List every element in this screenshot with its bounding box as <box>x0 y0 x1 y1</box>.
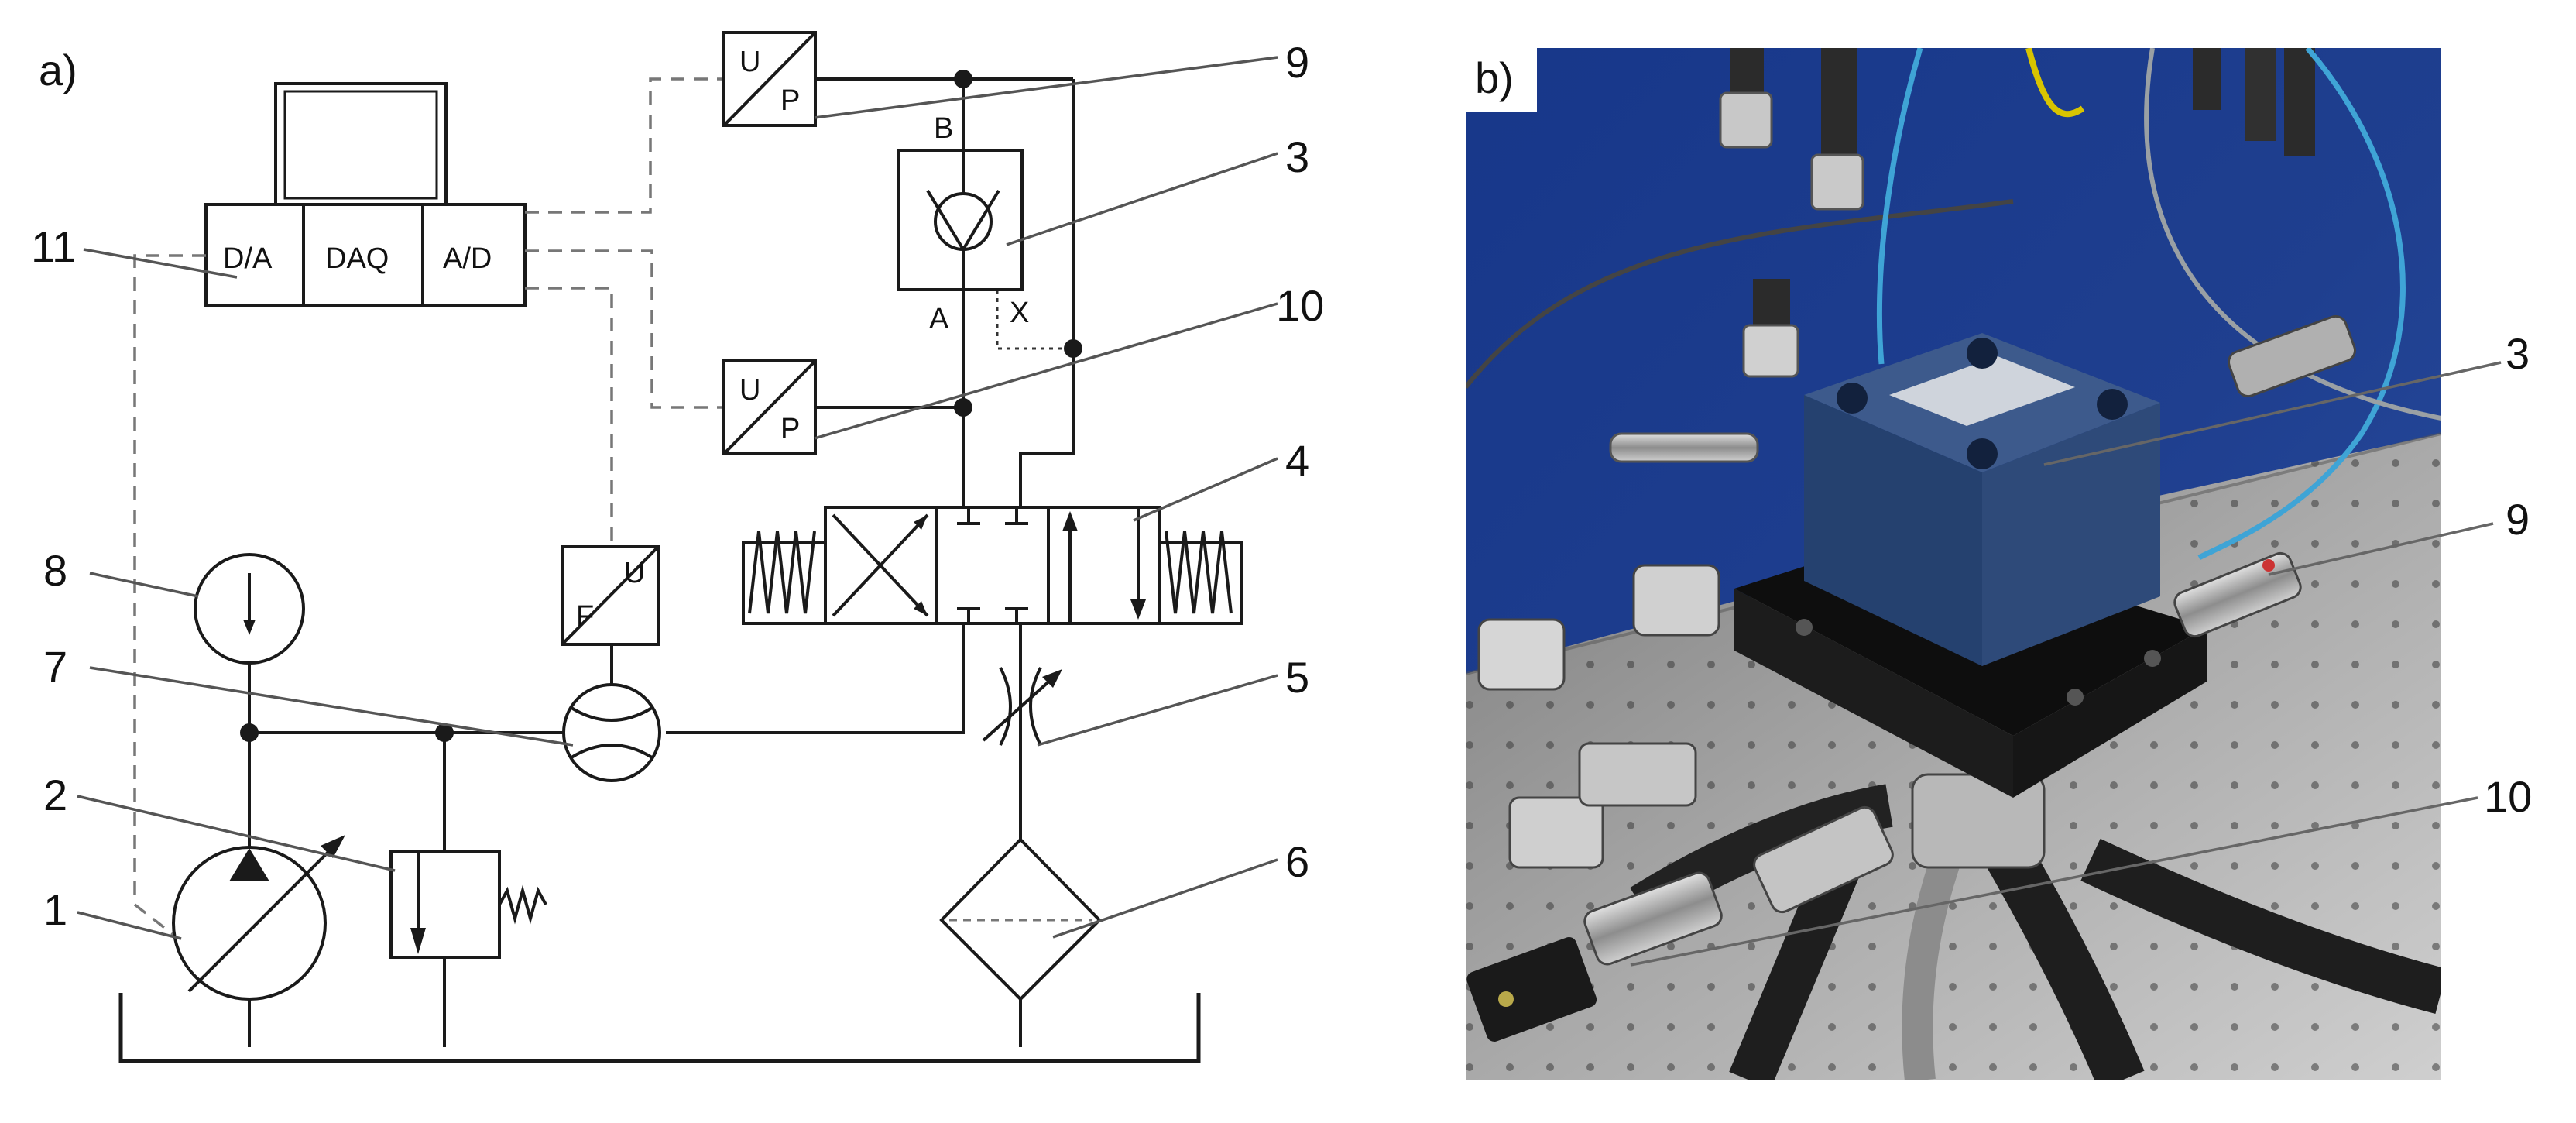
daq-unit <box>204 203 527 307</box>
pressure-transducer-mid: U P <box>722 359 817 455</box>
daq-label-da: D/A <box>223 242 273 275</box>
side-fittings <box>1477 314 2356 869</box>
callout-a-7: 7 <box>43 642 67 691</box>
schematic-panel: a) D/A DAQ A/D U P U P <box>31 31 1324 1063</box>
flow-transducer: F U <box>561 545 660 646</box>
ft-label-f: F <box>576 600 594 633</box>
port-b-label: B <box>934 112 953 145</box>
callout-a-5: 5 <box>1285 653 1309 702</box>
callout-a-4: 4 <box>1285 436 1309 485</box>
callout-a-1: 1 <box>43 885 67 934</box>
tank <box>118 993 1201 1063</box>
directional-valve <box>742 506 1243 625</box>
callout-a-8: 8 <box>43 546 67 595</box>
sensor-cables <box>1466 48 2441 561</box>
callout-b-3: 3 <box>2506 329 2530 378</box>
port-a-label: A <box>929 303 949 335</box>
panel-label-b-box <box>1466 48 1537 112</box>
callouts-a: 11 9 3 10 4 8 7 5 2 6 1 <box>31 38 1324 934</box>
check-valve-block <box>1804 333 2160 666</box>
callout-b-10: 10 <box>2484 772 2532 821</box>
photo-panel: b) 3 9 10 <box>1466 48 2532 1080</box>
pressure-gauge <box>194 553 305 665</box>
port-x-label: X <box>1010 297 1029 329</box>
monitor-screen <box>283 90 438 200</box>
pt-top-label-u: U <box>739 46 760 78</box>
flow-meter <box>562 683 661 782</box>
callout-a-11: 11 <box>31 222 76 271</box>
callouts-b: 3 9 10 <box>2484 329 2532 821</box>
ft-label-u: U <box>624 557 645 589</box>
pressure-transducer-10 <box>1466 871 1723 1042</box>
pressure-transducer-top: U P <box>722 31 817 127</box>
callout-a-10: 10 <box>1276 281 1324 330</box>
callout-a-6: 6 <box>1285 837 1309 886</box>
throttle-valve <box>982 667 1062 746</box>
panel-label-b: b) <box>1475 53 1514 102</box>
signal-lines <box>133 77 724 939</box>
pt-mid-label-u: U <box>739 374 760 407</box>
panel-label-a: a) <box>39 46 77 94</box>
leader-lines-a <box>77 56 1278 940</box>
callout-a-2: 2 <box>43 771 67 819</box>
daq-label-ad: A/D <box>443 242 492 275</box>
pt-mid-label-p: P <box>780 413 800 445</box>
callout-a-9: 9 <box>1285 38 1309 87</box>
callout-a-3: 3 <box>1285 132 1309 181</box>
variable-pump <box>172 835 345 1001</box>
filter <box>939 837 1102 1001</box>
pt-top-label-p: P <box>780 84 800 117</box>
leader-lines-b <box>1630 361 2502 967</box>
hydraulic-hoses-top <box>1719 48 2315 378</box>
computer-monitor <box>274 82 448 208</box>
callout-b-9: 9 <box>2506 495 2530 544</box>
daq-label-daq: DAQ <box>325 242 389 275</box>
relief-valve <box>389 850 547 959</box>
junction-dots <box>240 70 1082 742</box>
check-valve: B A X <box>897 112 1029 335</box>
